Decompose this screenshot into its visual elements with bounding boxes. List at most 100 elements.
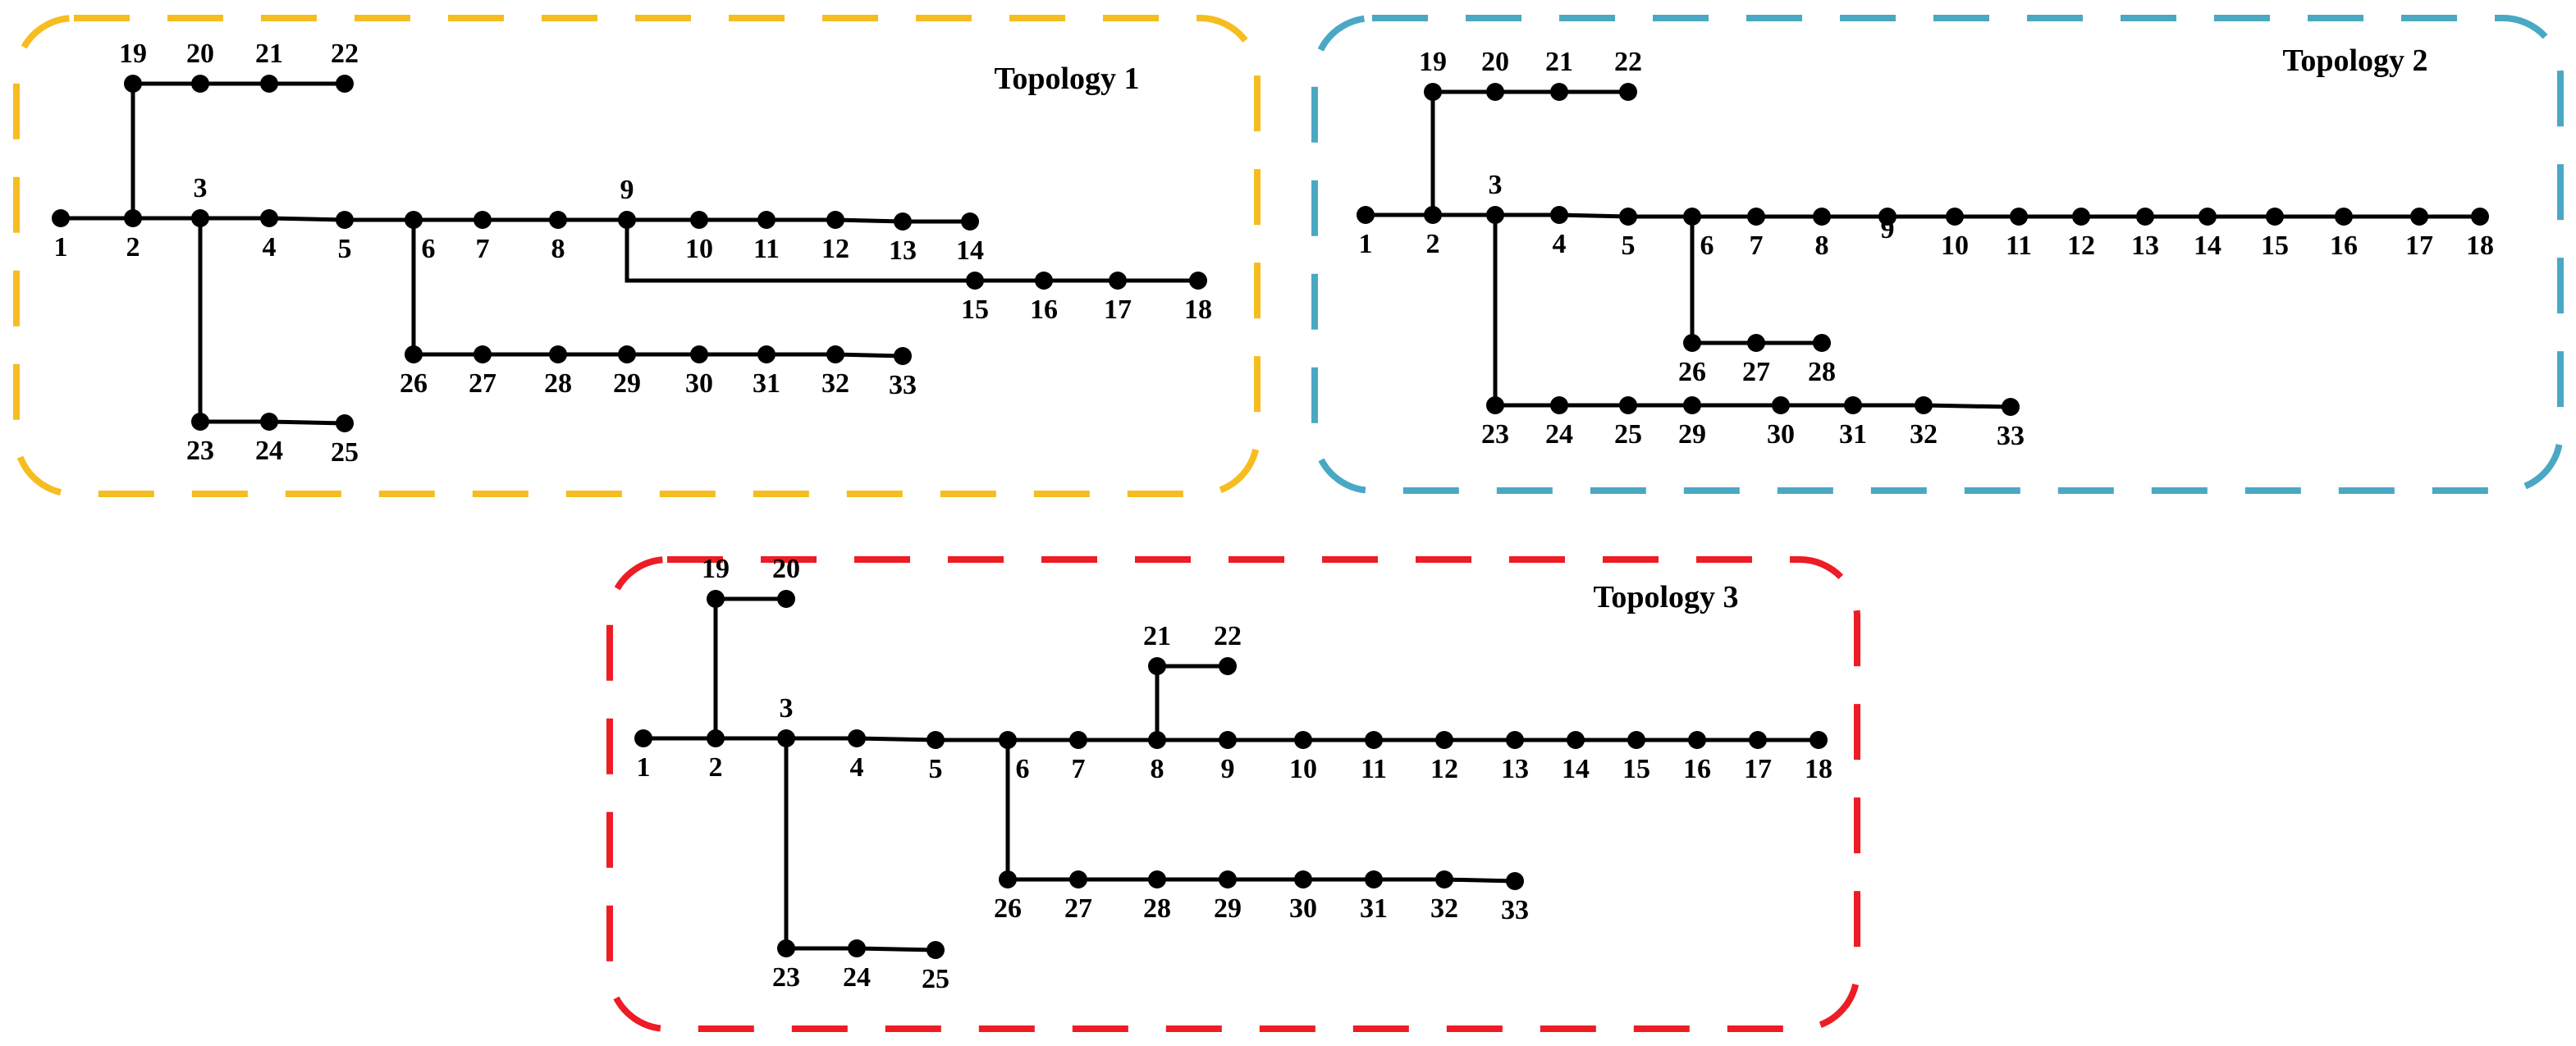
topology-2-node-20 <box>1486 83 1504 101</box>
topology-1-node-label-6: 6 <box>422 234 436 264</box>
topology-1-node-label-19: 19 <box>119 39 147 69</box>
topology-1-node-27 <box>474 345 492 363</box>
topology-1-node-label-8: 8 <box>551 234 565 264</box>
topology-1-node-16 <box>1035 272 1053 290</box>
topology-3-node-28 <box>1148 870 1166 888</box>
topology-1-node-25 <box>336 414 354 432</box>
topology-1-node-12 <box>826 211 844 229</box>
topology-2-title: Topology 2 <box>2282 43 2427 78</box>
topology-3-node-label-13: 13 <box>1501 754 1529 784</box>
topology-1-node-label-2: 2 <box>126 232 140 263</box>
topology-1-node-label-13: 13 <box>889 235 917 266</box>
topology-1-edge-4-5 <box>267 216 347 222</box>
topology-1-node-33 <box>894 347 912 365</box>
topology-3-node-label-20: 20 <box>772 554 800 584</box>
topology-3-node-label-2: 2 <box>709 752 723 783</box>
topology-1-node-label-21: 21 <box>255 39 283 69</box>
topology-3-node-label-31: 31 <box>1360 893 1388 924</box>
topology-1-node-label-4: 4 <box>263 232 277 263</box>
topology-1-node-6 <box>405 211 423 229</box>
topology-1-node-30 <box>690 345 708 363</box>
topology-1-node-31 <box>757 345 776 363</box>
topology-3-edge-4-5 <box>854 736 938 742</box>
topology-1-node-label-5: 5 <box>338 234 352 264</box>
topology-2-node-7 <box>1747 208 1765 226</box>
topology-3-node-label-9: 9 <box>1221 754 1235 784</box>
topology-3-node-24 <box>848 939 866 957</box>
topology-1-node-32 <box>826 345 844 363</box>
topology-1-node-18 <box>1189 272 1207 290</box>
topology-2-node-8 <box>1813 208 1831 226</box>
topology-2-node-2 <box>1424 206 1442 224</box>
topology-1-node-7 <box>474 211 492 229</box>
topology-3-node-33 <box>1506 872 1524 890</box>
topology-1-node-label-12: 12 <box>821 234 849 264</box>
topology-2-node-24 <box>1550 396 1568 414</box>
topology-3-node-6 <box>999 731 1017 749</box>
topology-2-node-28 <box>1813 334 1831 352</box>
topology-3-node-label-6: 6 <box>1016 754 1030 784</box>
topology-3-node-14 <box>1567 731 1585 749</box>
topology-2-node-30 <box>1772 396 1790 414</box>
topology-1-node-11 <box>757 211 776 229</box>
topology-2-node-6 <box>1683 208 1701 226</box>
topology-2-node-label-30: 30 <box>1767 419 1795 450</box>
topology-1-node-29 <box>618 345 636 363</box>
topology-1-node-label-29: 29 <box>613 368 641 399</box>
topology-3-node-26 <box>999 870 1017 888</box>
topology-2-node-1 <box>1357 206 1375 224</box>
topology-3-node-9 <box>1219 731 1237 749</box>
topology-3-node-label-17: 17 <box>1744 754 1772 784</box>
topology-2-node-31 <box>1844 396 1862 414</box>
topology-1-node-5 <box>336 211 354 229</box>
topology-3-node-label-22: 22 <box>1214 621 1242 651</box>
topology-1-node-label-17: 17 <box>1104 295 1132 325</box>
topology-1-node-21 <box>260 75 278 93</box>
topology-1-node-23 <box>191 413 209 431</box>
topology-1-node-label-24: 24 <box>255 436 283 466</box>
topology-3-node-13 <box>1506 731 1524 749</box>
topology-3-node-label-1: 1 <box>637 752 651 783</box>
topology-2-node-label-25: 25 <box>1614 419 1642 450</box>
topology-2-node-label-32: 32 <box>1910 419 1938 450</box>
topology-3-node-19 <box>707 590 725 608</box>
topology-3-node-7 <box>1069 731 1087 749</box>
topology-2-node-label-33: 33 <box>1997 421 2025 451</box>
topology-2-node-5 <box>1619 208 1637 226</box>
topology-2-node-17 <box>2410 208 2428 226</box>
topology-3-node-2 <box>707 729 725 747</box>
topology-2-node-21 <box>1550 83 1568 101</box>
topology-2-node-label-14: 14 <box>2194 231 2221 261</box>
topology-1-node-17 <box>1109 272 1127 290</box>
topology-3-node-5 <box>927 731 945 749</box>
topology-2-node-29 <box>1683 396 1701 414</box>
topology-2-node-label-26: 26 <box>1678 357 1706 387</box>
topology-1-node-label-31: 31 <box>753 368 780 399</box>
topology-3-node-label-21: 21 <box>1143 621 1171 651</box>
topology-3-node-31 <box>1365 870 1383 888</box>
topology-1-edge-9-15 <box>625 217 977 283</box>
topology-2-node-label-22: 22 <box>1614 47 1642 77</box>
topology-3-node-label-11: 11 <box>1361 754 1387 784</box>
topology-3-node-21 <box>1148 657 1166 675</box>
topology-1-node-label-7: 7 <box>476 234 490 264</box>
topology-3-node-label-25: 25 <box>922 964 949 994</box>
topology-3-node-30 <box>1294 870 1312 888</box>
topology-1-node-label-10: 10 <box>685 234 713 264</box>
topology-3-node-label-14: 14 <box>1562 754 1590 784</box>
topology-3-node-label-5: 5 <box>929 754 943 784</box>
topology-2-node-label-7: 7 <box>1750 231 1764 261</box>
topology-3-node-3 <box>777 729 795 747</box>
topology-3-node-label-33: 33 <box>1501 895 1529 925</box>
topology-2-node-label-11: 11 <box>2006 231 2032 261</box>
topology-2-frame <box>1311 15 2564 494</box>
topology-2-node-label-4: 4 <box>1553 229 1567 259</box>
topology-2-node-4 <box>1550 206 1568 224</box>
topology-3-node-20 <box>777 590 795 608</box>
topology-1-node-label-3: 3 <box>194 173 208 203</box>
topology-3-node-label-32: 32 <box>1430 893 1458 924</box>
topology-2-node-label-13: 13 <box>2131 231 2159 261</box>
topology-3-node-8 <box>1148 731 1166 749</box>
topology-2-node-label-19: 19 <box>1419 47 1447 77</box>
